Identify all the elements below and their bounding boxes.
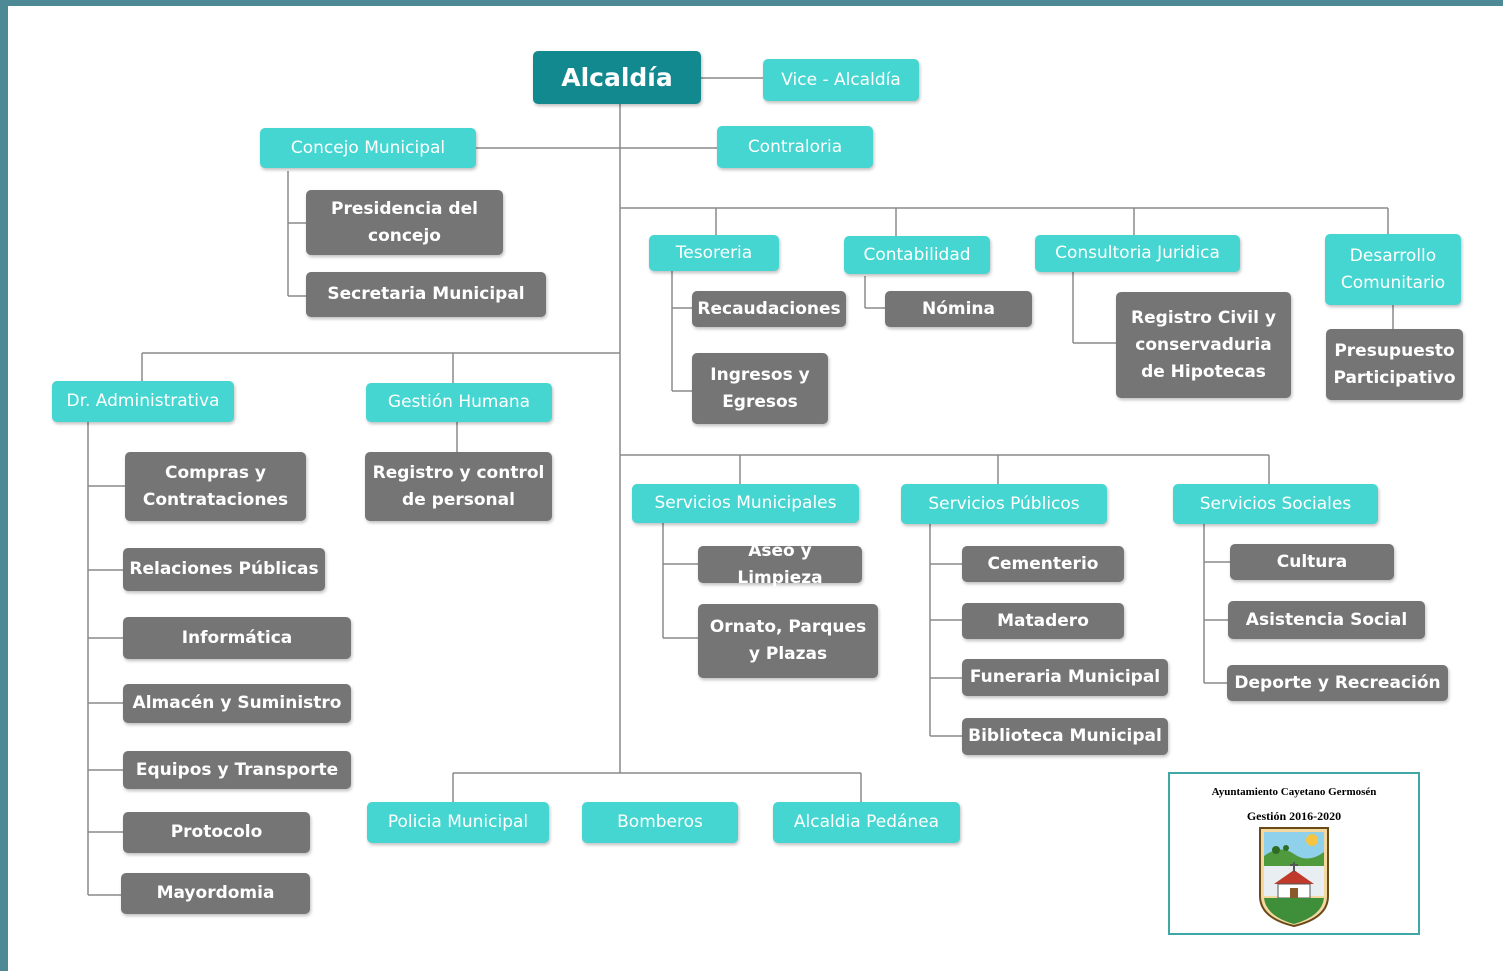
node-dr-administrativa: Dr. Administrativa	[52, 381, 234, 422]
node-equipos-label: Equipos y Transporte	[135, 759, 339, 780]
node-vice-alcaldia-label: Vice - Alcaldía	[781, 69, 901, 90]
node-biblioteca-label: Biblioteca Municipal	[968, 726, 1162, 746]
node-contraloria-label: Contraloria	[747, 136, 843, 157]
node-servicios-sociales-label: Servicios Sociales	[1199, 493, 1352, 514]
node-protocolo-label: Protocolo	[170, 822, 263, 842]
node-alcaldia-pedanea-label: Alcaldia Pedánea	[793, 812, 940, 832]
node-funeraria-label: Funeraria Municipal	[969, 667, 1161, 687]
node-tesoreria: Tesoreria	[649, 235, 779, 271]
org-chart: Alcaldía Vice - Alcaldía Concejo Municip…	[8, 6, 1503, 971]
node-servicios-publicos: Servicios Públicos	[901, 484, 1107, 524]
node-registro-personal: Registro y control de personal	[365, 452, 552, 521]
node-secretaria-municipal: Secretaria Municipal	[306, 272, 546, 317]
node-gestion-humana: Gestión Humana	[366, 383, 552, 422]
node-policia-label: Policia Municipal	[387, 812, 529, 832]
node-ingresos-egresos: Ingresos y Egresos	[692, 353, 828, 424]
node-contabilidad-label: Contabilidad	[863, 244, 971, 265]
node-matadero: Matadero	[962, 603, 1124, 639]
node-aseo: Aseo y Limpieza	[698, 541, 862, 588]
node-biblioteca: Biblioteca Municipal	[962, 718, 1168, 755]
node-secretaria-municipal-label: Secretaria Municipal	[327, 284, 525, 304]
node-cultura-label: Cultura	[1276, 551, 1348, 572]
ayuntamiento-card: Ayuntamiento Cayetano Germosén Gestión 2…	[1168, 772, 1420, 935]
node-equipos: Equipos y Transporte	[123, 751, 351, 789]
node-nomina-label: Nómina	[921, 298, 996, 319]
connector-lines	[87, 77, 1394, 896]
node-desarrollo-comunitario-label: Desarrollo Comunitario	[1340, 245, 1446, 293]
node-relaciones-publicas: Relaciones Públicas	[123, 548, 325, 591]
node-asistencia-social-label: Asistencia Social	[1245, 609, 1408, 630]
node-contabilidad: Contabilidad	[844, 236, 990, 274]
node-servicios-municipales-label: Servicios Municipales	[654, 493, 837, 513]
node-alcaldia-label: Alcaldía	[561, 63, 673, 92]
node-informatica-label: Informática	[181, 627, 293, 648]
node-recaudaciones: Recaudaciones	[692, 291, 846, 327]
node-cementerio: Cementerio	[962, 546, 1124, 582]
node-aseo-label: Aseo y Limpieza	[737, 540, 823, 588]
node-presidencia-concejo-label: Presidencia del concejo	[331, 198, 478, 246]
node-servicios-publicos-label: Servicios Públicos	[928, 493, 1080, 514]
coat-of-arms-icon	[1259, 827, 1329, 928]
node-ingresos-egresos-label: Ingresos y Egresos	[710, 364, 810, 412]
node-vice-alcaldia: Vice - Alcaldía	[763, 59, 919, 101]
node-almacen: Almacén y Suministro	[123, 684, 351, 723]
node-deporte: Deporte y Recreación	[1227, 665, 1448, 701]
gestion-period: Gestión 2016-2020	[1246, 809, 1342, 823]
node-matadero-label: Matadero	[997, 610, 1089, 631]
node-mayordomia-label: Mayordomia	[156, 883, 275, 903]
node-relaciones-publicas-label: Relaciones Públicas	[129, 559, 319, 579]
node-presidencia-concejo: Presidencia del concejo	[306, 190, 503, 255]
node-dr-administrativa-label: Dr. Administrativa	[66, 391, 220, 411]
node-registro-civil: Registro Civil y conservaduria de Hipote…	[1116, 292, 1291, 398]
node-ornato: Ornato, Parques y Plazas	[698, 604, 878, 678]
node-asistencia-social: Asistencia Social	[1228, 601, 1425, 639]
node-tesoreria-label: Tesoreria	[675, 242, 753, 263]
node-servicios-sociales: Servicios Sociales	[1173, 484, 1378, 524]
node-bomberos-label: Bomberos	[617, 812, 703, 832]
node-contraloria: Contraloria	[717, 126, 873, 168]
node-protocolo: Protocolo	[123, 812, 310, 853]
ayuntamiento-title: Ayuntamiento Cayetano Germosén	[1211, 786, 1377, 798]
node-recaudaciones-label: Recaudaciones	[697, 298, 841, 319]
node-gestion-humana-label: Gestión Humana	[387, 392, 531, 412]
node-informatica: Informática	[123, 617, 351, 659]
node-almacen-label: Almacén y Suministro	[132, 693, 342, 713]
node-concejo-municipal-label: Concejo Municipal	[290, 137, 446, 158]
node-bomberos: Bomberos	[582, 802, 738, 843]
node-cementerio-label: Cementerio	[987, 553, 1099, 574]
node-presupuesto-participativo: Presupuesto Participativo	[1326, 329, 1463, 400]
node-alcaldia-pedanea: Alcaldia Pedánea	[773, 802, 960, 843]
node-servicios-municipales: Servicios Municipales	[632, 484, 859, 523]
node-consultoria-juridica: Consultoria Juridica	[1035, 235, 1240, 272]
node-registro-civil-label: Registro Civil y conservaduria de Hipote…	[1131, 307, 1276, 382]
node-compras: Compras y Contrataciones	[125, 452, 306, 521]
node-registro-personal-label: Registro y control de personal	[372, 462, 545, 510]
node-funeraria: Funeraria Municipal	[962, 659, 1168, 696]
node-deporte-label: Deporte y Recreación	[1234, 672, 1441, 693]
node-policia: Policia Municipal	[367, 802, 549, 843]
node-ornato-label: Ornato, Parques y Plazas	[709, 617, 867, 664]
node-alcaldia: Alcaldía	[533, 51, 701, 104]
node-nomina: Nómina	[885, 291, 1032, 327]
node-cultura: Cultura	[1230, 544, 1394, 580]
node-concejo-municipal: Concejo Municipal	[260, 128, 476, 168]
node-compras-label: Compras y Contrataciones	[142, 462, 289, 510]
node-consultoria-juridica-label: Consultoria Juridica	[1055, 243, 1220, 263]
node-mayordomia: Mayordomia	[121, 873, 310, 914]
node-presupuesto-participativo-label: Presupuesto Participativo	[1333, 340, 1456, 388]
node-desarrollo-comunitario: Desarrollo Comunitario	[1325, 234, 1461, 305]
